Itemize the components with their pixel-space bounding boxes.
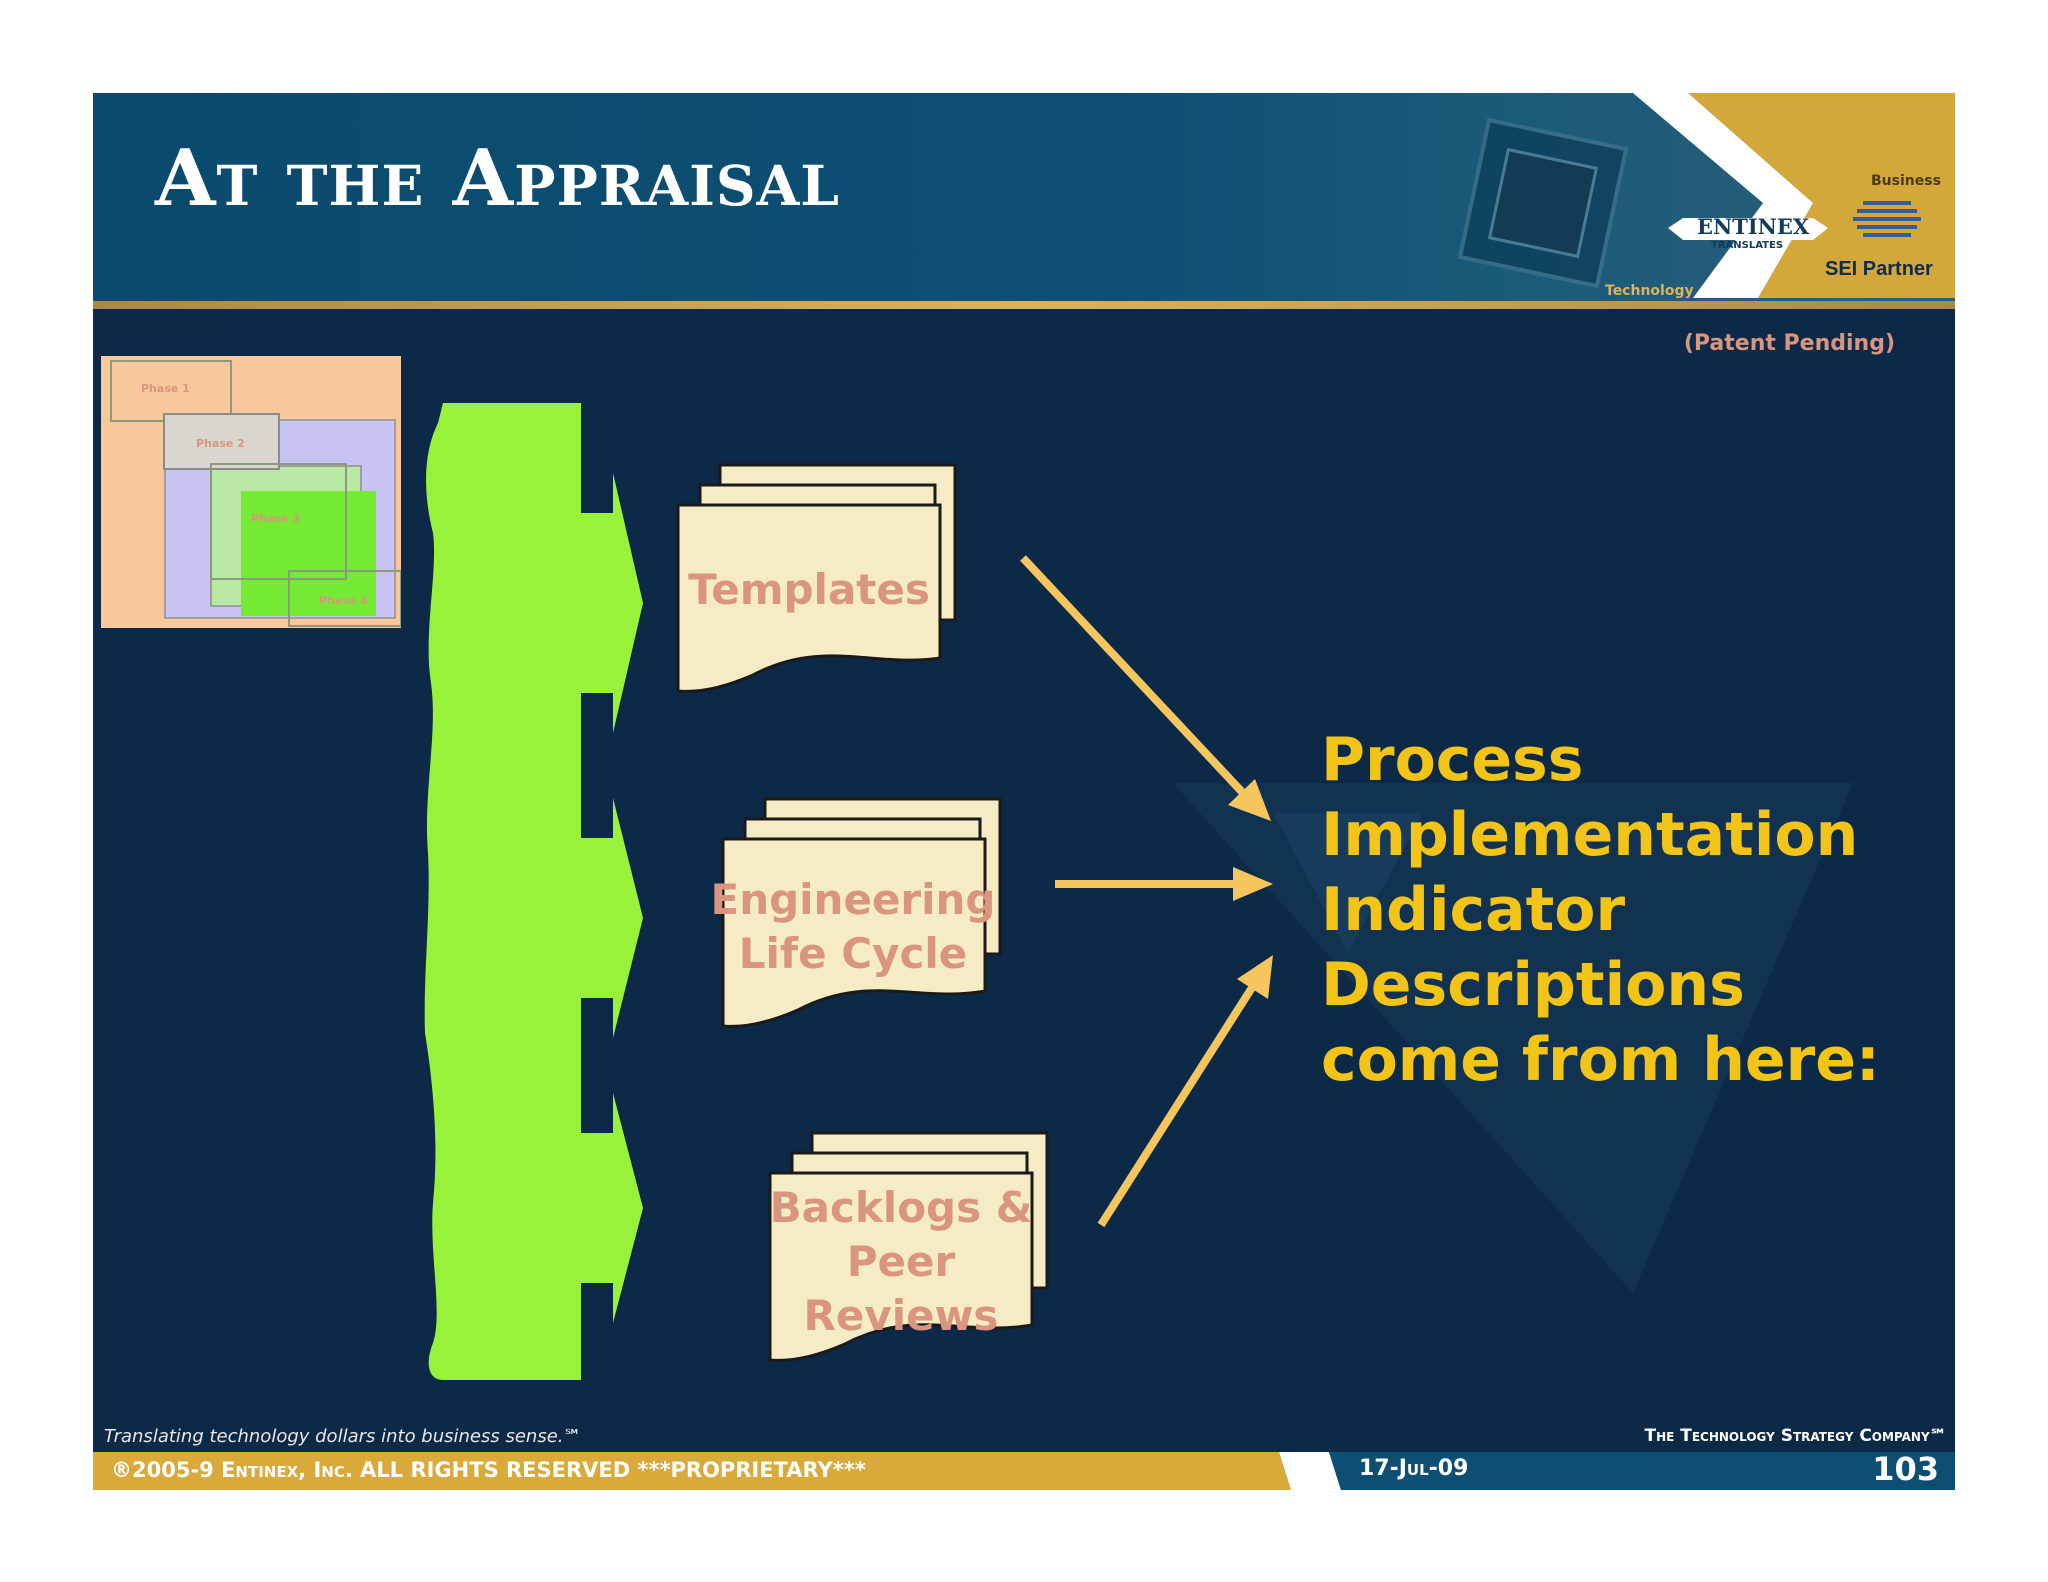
- header-gold-rule: [93, 301, 1955, 309]
- phase-thumbnail: Phase 1 Phase 2 Phase 3 Phase 4: [101, 356, 402, 628]
- logo-brand: ENTINEX: [1697, 214, 1810, 239]
- document-1-line-1: Templates: [688, 565, 930, 614]
- green-arrow-2: [581, 798, 643, 1038]
- phase-1-label: Phase 1: [141, 382, 190, 395]
- page-number: 103: [1872, 1450, 1939, 1488]
- patent-note: (Patent Pending): [1683, 331, 1895, 356]
- logo-translates: TRANSLATES: [1711, 240, 1783, 251]
- logo-business: Business: [1871, 173, 1941, 189]
- phase-3-label: Phase 3: [251, 512, 300, 525]
- document-label-backlogs: Backlogs & Peer Reviews: [765, 1181, 1037, 1343]
- gold-panel: [1688, 93, 1955, 298]
- green-bracket: [424, 403, 581, 1380]
- footer-date: 17-Jul-09: [1359, 1456, 1469, 1481]
- slide: Business ENTINEX TRANSLATES Technology S…: [93, 93, 1955, 1490]
- logo-sei-partner: SEI Partner: [1825, 258, 1933, 280]
- side-text-line-3: Indicator: [1321, 875, 1626, 945]
- side-text-line-1: Process: [1321, 725, 1584, 795]
- logo-technology: Technology: [1605, 283, 1694, 299]
- side-text-line-4: Descriptions: [1321, 950, 1745, 1020]
- phase-2-label: Phase 2: [196, 437, 245, 450]
- document-stack-1: [676, 463, 957, 693]
- header-decoration: Business ENTINEX TRANSLATES Technology S…: [1457, 93, 1955, 299]
- header-banner: [93, 93, 1955, 303]
- document-stack-2: [721, 797, 1002, 1028]
- document-stack-3: [768, 1131, 1049, 1362]
- footer-tagline: Translating technology dollars into busi…: [104, 1426, 582, 1447]
- green-bracket-arrows: [424, 403, 1273, 1380]
- green-arrow-1: [581, 473, 643, 733]
- side-text-line-5: come from here:: [1321, 1025, 1880, 1095]
- white-chevron: [1633, 93, 1813, 298]
- slide-title: At the Appraisal: [155, 133, 840, 224]
- side-statement: Process Implementation Indicator Descrip…: [1321, 723, 1880, 1098]
- side-text-line-2: Implementation: [1321, 800, 1859, 870]
- green-arrow-3: [581, 1093, 643, 1323]
- entinex-badge: [1668, 218, 1828, 240]
- footer-company: The Technology Strategy Company℠: [1644, 1426, 1947, 1446]
- footer-bar: [93, 1452, 1955, 1490]
- chip-icon: [1457, 117, 1629, 289]
- background-watermark: [1173, 783, 1853, 1293]
- phase-4-label: Phase 4: [319, 594, 368, 607]
- sei-globe-icon: [1853, 201, 1921, 237]
- document-3-line-1: Backlogs &: [769, 1183, 1033, 1232]
- footer-copyright: ®2005-9 Entinex, Inc. ALL RIGHTS RESERVE…: [111, 1458, 866, 1482]
- document-2-line-2: Life Cycle: [738, 929, 968, 978]
- document-3-line-2: Peer: [846, 1237, 956, 1286]
- document-3-line-3: Reviews: [803, 1291, 999, 1340]
- document-label-templates: Templates: [681, 563, 937, 617]
- document-2-line-1: Engineering: [710, 875, 996, 924]
- yellow-arrows: [1020, 555, 1273, 1228]
- document-label-engineering: Engineering Life Cycle: [703, 873, 1003, 981]
